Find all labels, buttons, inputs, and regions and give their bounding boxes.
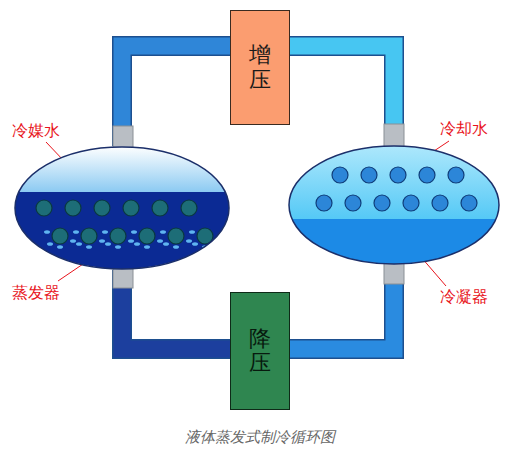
bubble [157, 239, 163, 243]
bubble [70, 239, 76, 243]
bubble [57, 245, 63, 249]
refrigerant-pipe [290, 46, 394, 145]
tube [181, 200, 197, 216]
booster-box: 增压 [230, 10, 290, 125]
bubble [134, 242, 140, 246]
bubble [215, 239, 221, 243]
medium-label: 冷媒水 [12, 121, 60, 142]
tube [94, 200, 110, 216]
tube [419, 167, 435, 183]
bubble [173, 245, 179, 249]
bubble [73, 230, 79, 234]
vessel-label: 蒸发器 [12, 283, 60, 304]
refrigerant-pipe [290, 265, 394, 349]
bubble [99, 239, 105, 243]
vessel-label: 冷凝器 [440, 287, 488, 308]
bubble [44, 230, 50, 234]
bubble [144, 245, 150, 249]
refrigerant-pipe [122, 46, 230, 146]
medium-label: 冷却水 [440, 119, 488, 140]
vapor-space [288, 145, 500, 219]
tube [432, 195, 448, 211]
tube [448, 167, 464, 183]
bubble [86, 245, 92, 249]
bubble [189, 230, 195, 234]
tube [390, 167, 406, 183]
bubble [76, 242, 82, 246]
tube [316, 195, 332, 211]
pipe-wall [122, 270, 230, 349]
bubble [105, 242, 111, 246]
tube [152, 200, 168, 216]
condenser-vessel: 冷凝器 [288, 145, 500, 265]
vessel-shape [288, 145, 500, 265]
pipe-group [290, 265, 394, 349]
tube [332, 167, 348, 183]
expansion-box: 降压 [230, 292, 290, 410]
bubble [115, 245, 121, 249]
stage-label: 增压 [249, 43, 271, 91]
tube [65, 200, 81, 216]
pipe-wall [122, 46, 230, 146]
vessel-outline [289, 146, 499, 264]
bubble [186, 239, 192, 243]
tube [345, 195, 361, 211]
tube [361, 167, 377, 183]
bubble [192, 242, 198, 246]
pipe-stem [384, 262, 404, 284]
pipe-stem [384, 124, 404, 148]
liquid [14, 192, 230, 270]
tube [139, 228, 155, 244]
vessel-shape [14, 146, 230, 270]
tube [168, 228, 184, 244]
stage-label: 降压 [249, 327, 271, 375]
bubble [160, 230, 166, 234]
vessel-body [288, 145, 500, 265]
tube [52, 228, 68, 244]
bubble [128, 239, 134, 243]
tube [123, 200, 139, 216]
bubble [163, 242, 169, 246]
bubble [102, 230, 108, 234]
pipe-wall [290, 265, 394, 349]
tube [374, 195, 390, 211]
tube [110, 228, 126, 244]
vapor-space [14, 146, 230, 192]
refrigerant-pipe [122, 270, 230, 349]
figure-caption: 液体蒸发式制冷循环图 [0, 428, 519, 447]
tube [81, 228, 97, 244]
bubble [47, 242, 53, 246]
pipe-group [290, 46, 394, 145]
vessel-body [14, 146, 230, 270]
pipe-group [122, 270, 230, 349]
liquid [288, 219, 500, 265]
tube [36, 200, 52, 216]
pipe-wall [290, 46, 394, 145]
evaporator-vessel: 蒸发器 [14, 146, 230, 270]
tube [403, 195, 419, 211]
vessel-outline [15, 147, 229, 269]
tube [461, 195, 477, 211]
bubble [131, 230, 137, 234]
pipe-group [122, 46, 230, 146]
